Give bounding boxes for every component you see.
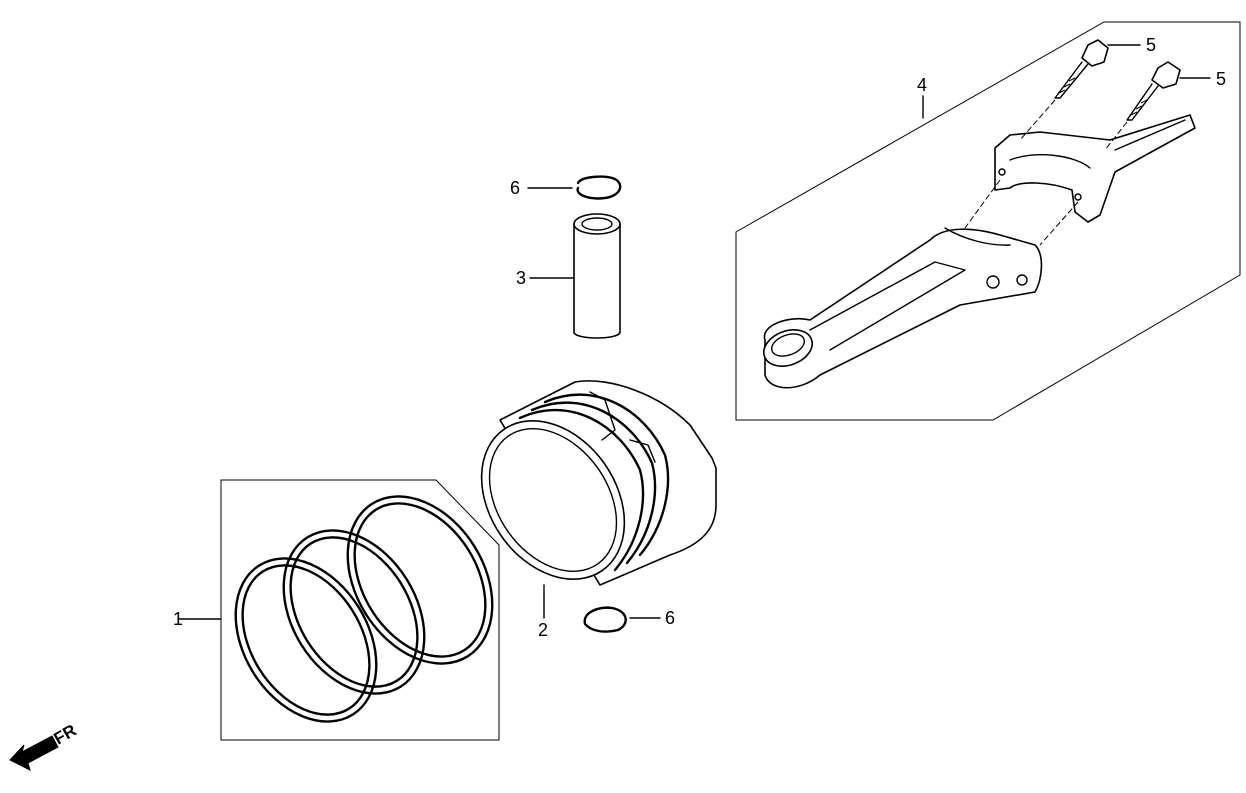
callout-5b: 5 [1216, 69, 1226, 89]
front-direction-indicator: FR [9, 721, 80, 771]
callout-2: 2 [538, 620, 548, 640]
connecting-rod-frame [735, 21, 1241, 421]
pin-clip-bottom: 6 [583, 606, 675, 633]
piston-ring-set-group: 1 [173, 479, 500, 741]
connecting-rod-cap [994, 114, 1196, 223]
connecting-rod [762, 227, 1043, 389]
front-arrow-icon [9, 735, 59, 771]
callout-4: 4 [917, 75, 927, 95]
piston-ring-2 [282, 529, 426, 695]
piston-ring-oil [346, 495, 494, 665]
callout-6b: 6 [665, 608, 675, 628]
callout-6a: 6 [510, 178, 520, 198]
piston-ring-1 [234, 557, 378, 723]
callout-3: 3 [516, 268, 526, 288]
rod-bolt-b: 5 [1104, 61, 1226, 151]
connecting-rod-group: 4 5 [735, 21, 1241, 421]
piston: 2 [480, 380, 717, 640]
rod-bolt-a: 5 [1019, 35, 1156, 141]
piston-ring-set-frame [220, 479, 500, 741]
pin-clip-top: 6 [510, 175, 622, 200]
piston-pin: 3 [516, 213, 621, 339]
callout-5a: 5 [1146, 35, 1156, 55]
callout-1: 1 [173, 609, 183, 629]
